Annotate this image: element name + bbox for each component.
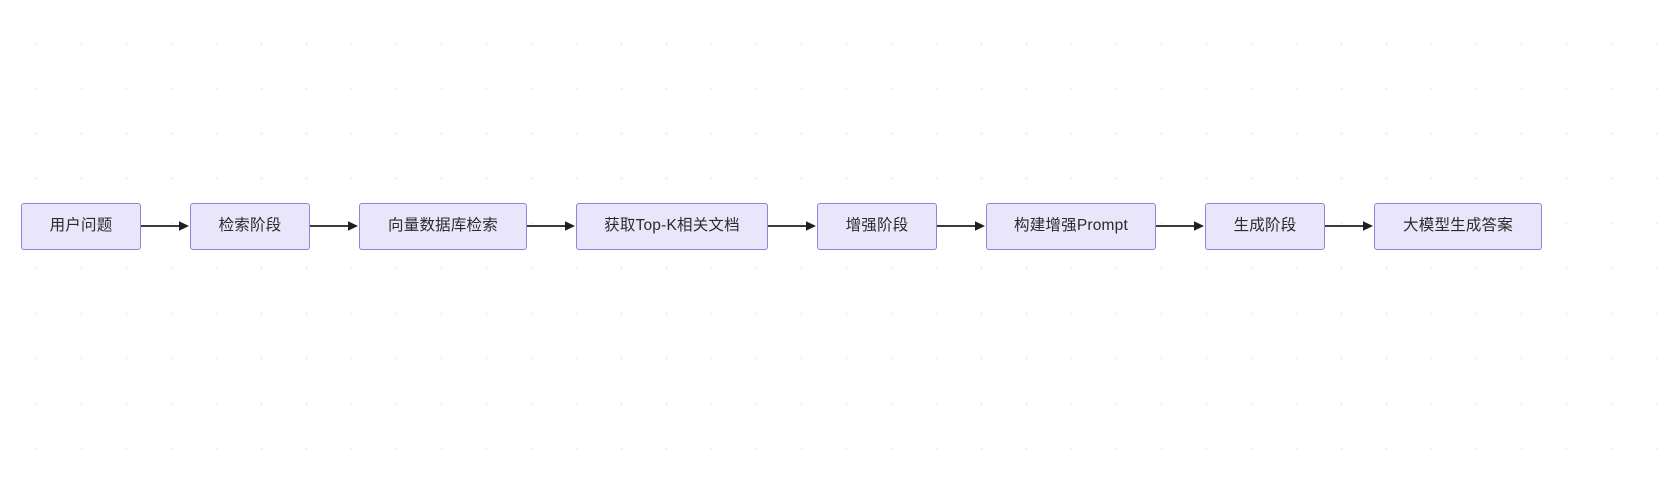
flow-node-label: 检索阶段 (218, 217, 282, 235)
flow-node-user-question[interactable]: 用户问题 (21, 202, 141, 250)
flow-edge-n4-n5 (768, 219, 817, 233)
flow-node-generation-stage[interactable]: 生成阶段 (1205, 202, 1325, 250)
flow-node-label: 向量数据库检索 (388, 217, 498, 235)
flow-node-label: 用户问题 (49, 217, 113, 235)
flow-node-llm-generates-answer[interactable]: 大模型生成答案 (1374, 202, 1542, 250)
flow-node-topk-documents[interactable]: 获取Top-K相关文档 (576, 202, 768, 250)
flow-edge-n6-n7 (1156, 219, 1205, 233)
flow-node-label: 生成阶段 (1233, 217, 1297, 235)
flow-edge-n7-n8 (1325, 219, 1374, 233)
flowchart-node-row: 用户问题 检索阶段 向量数据库检索 获取 (0, 202, 1676, 250)
flow-node-label: 大模型生成答案 (1403, 217, 1513, 235)
flow-node-label: 增强阶段 (845, 217, 909, 235)
flow-node-label: 获取Top-K相关文档 (604, 217, 740, 235)
flow-node-augmentation-stage[interactable]: 增强阶段 (817, 202, 937, 250)
flow-node-label: 构建增强Prompt (1014, 217, 1128, 235)
flow-edge-n2-n3 (310, 219, 359, 233)
flow-node-vector-db-search[interactable]: 向量数据库检索 (359, 202, 527, 250)
flow-edge-n3-n4 (527, 219, 576, 233)
flow-node-retrieval-stage[interactable]: 检索阶段 (190, 202, 310, 250)
flow-node-build-augmented-prompt[interactable]: 构建增强Prompt (986, 202, 1156, 250)
flow-edge-n1-n2 (141, 219, 190, 233)
flow-edge-n5-n6 (937, 219, 986, 233)
